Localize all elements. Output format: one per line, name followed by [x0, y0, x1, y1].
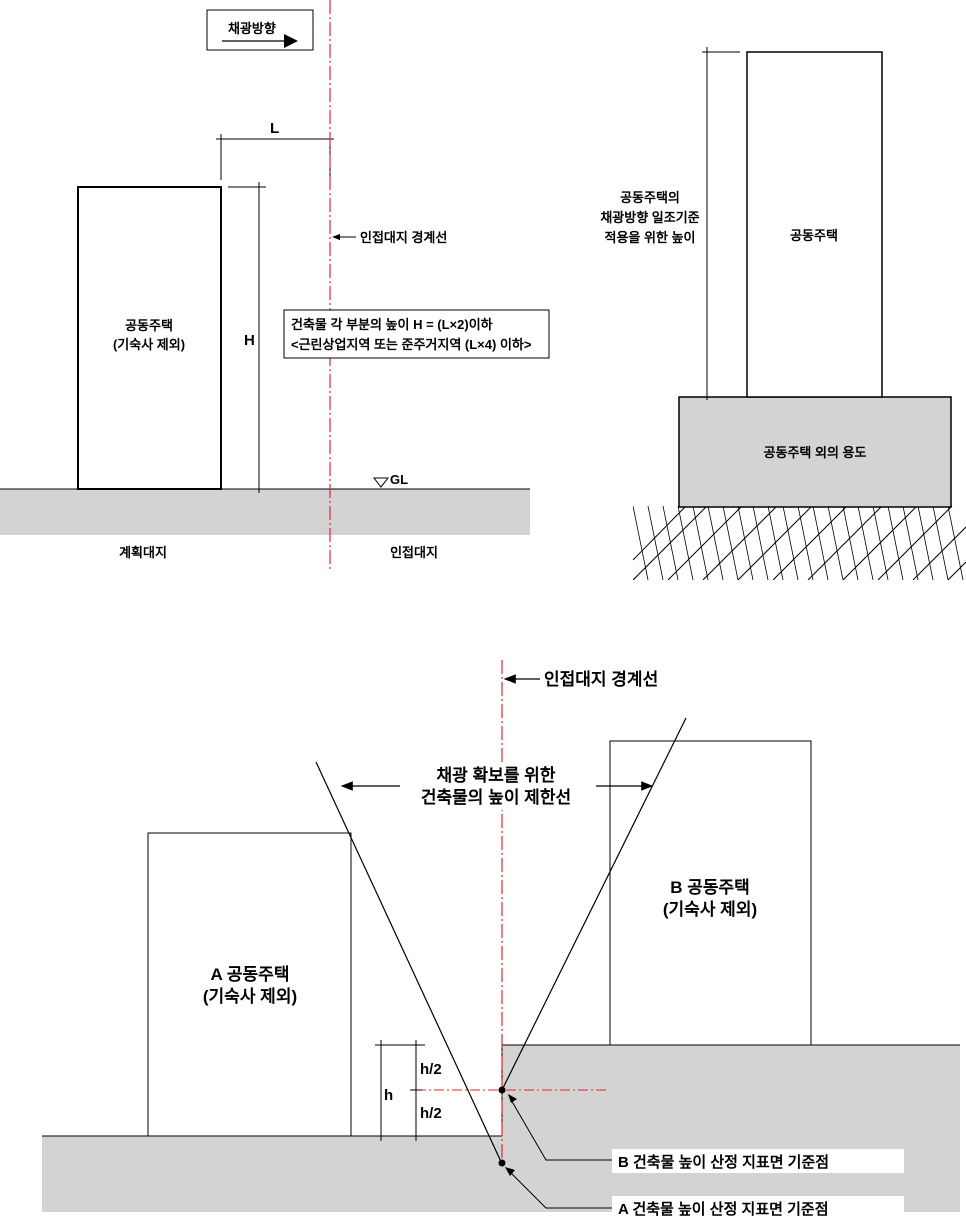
direction-box	[206, 9, 314, 51]
b-ref-label: B 건축물 높이 산정 지표면 기준점	[618, 1153, 829, 1171]
height-label-2: 채광방향 일조기준	[600, 210, 699, 225]
limit-label-2: 건축물의 높이 제한선	[421, 788, 571, 807]
boundary-label-3: 인접대지 경계선	[544, 670, 658, 689]
a-ref-label: A 건축물 높이 산정 지표면 기준점	[618, 1200, 829, 1218]
building-a	[147, 832, 352, 1137]
a-ref-point	[498, 1159, 506, 1167]
building-a-label-1: A 공동주택	[211, 965, 290, 984]
building-a-label-2: (기숙사 제외)	[203, 987, 297, 1006]
dim-l-label: L	[270, 120, 279, 137]
direction-label: 채광방향	[228, 21, 276, 36]
base-label: 공동주택 외의 용도	[764, 445, 867, 460]
building-b-label-2: (기숙사 제외)	[663, 900, 757, 919]
dim-half-bottom-label: h/2	[420, 1105, 442, 1122]
site-right-label: 인접대지	[390, 545, 438, 560]
height-label-bg	[598, 188, 706, 248]
b-ref-arrow-icon	[508, 1094, 517, 1103]
gl-marker-icon	[372, 477, 390, 488]
diagram-3: A 공동주택 (기숙사 제외) B 공동주택 (기숙사 제외) 인접대지 경계선…	[42, 660, 960, 1220]
dim-half-top-label: h/2	[420, 1061, 442, 1078]
b-ref-label-bg	[612, 1149, 904, 1173]
a-ref-leader	[507, 1169, 614, 1209]
limit-label-1: 채광 확보를 위한	[437, 766, 556, 785]
gl-label: GL	[390, 472, 408, 487]
diagram-2: 공동주택 외의 용도 공동주택 공동주택의 채광방향 일조기준 적용을 위한 높…	[598, 47, 966, 580]
site-left-label: 계획대지	[119, 545, 167, 560]
b-ref-leader	[509, 1097, 614, 1161]
ground-a	[42, 1136, 502, 1212]
building-apartment	[77, 186, 222, 490]
rule-line-1: 건축물 각 부분의 높이 H = (L×2)이하	[291, 317, 493, 332]
height-label-1: 공동주택의	[620, 190, 680, 205]
building-b	[609, 740, 812, 1046]
ground-left	[0, 489, 530, 535]
diagram-1: 채광방향 공동주택 (기숙사 제외) L H 인접대지 경계선 건축물 각 부분…	[0, 0, 550, 570]
boundary-label-1: 인접대지 경계선	[360, 230, 447, 245]
base-building	[678, 396, 952, 508]
a-ref-arrow-icon	[505, 1167, 515, 1176]
b-ref-point	[498, 1086, 506, 1094]
limit-line-a	[315, 761, 504, 1167]
dim-h-label-3: h	[384, 1087, 393, 1104]
direction-arrow-icon	[284, 34, 298, 48]
upper-label: 공동주택	[790, 228, 838, 243]
earth-hatch	[633, 506, 966, 580]
dim-h-label: H	[244, 332, 255, 349]
ground-b	[502, 1045, 960, 1212]
limit-line-b	[501, 717, 687, 1091]
height-label-3: 적용을 위한 높이	[605, 230, 696, 245]
rule-line-2: <근린상업지역 또는 준주거지역 (L×4) 이하>	[291, 337, 532, 352]
upper-building	[746, 51, 883, 398]
building-label-1: 공동주택	[125, 318, 173, 333]
limit-label-bg	[400, 764, 596, 810]
building-label-2: (기숙사 제외)	[113, 337, 185, 352]
a-ref-label-bg	[612, 1196, 904, 1220]
building-b-label-1: B 공동주택	[670, 878, 750, 897]
rule-box	[283, 309, 550, 359]
